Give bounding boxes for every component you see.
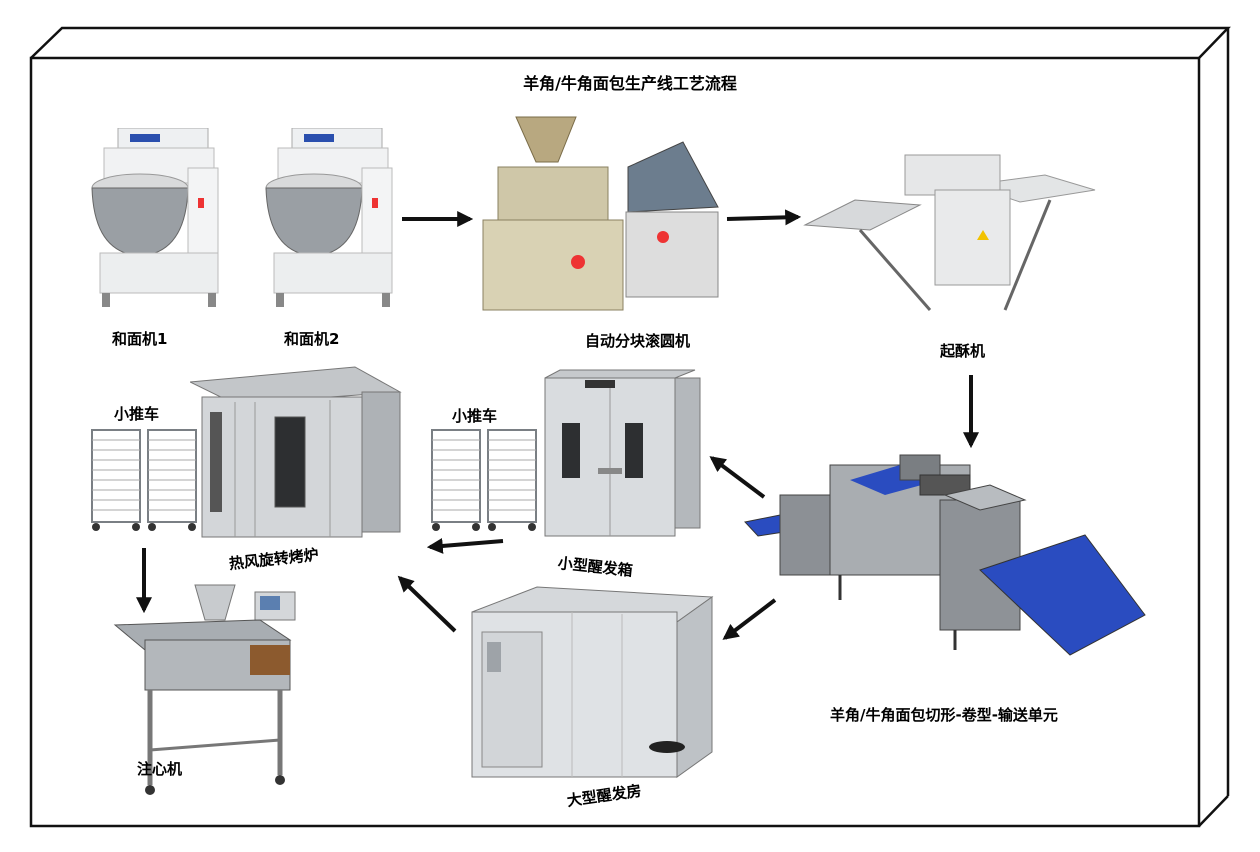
trolley-left-image [91,429,197,531]
label-filling-injector: 注心机 [137,760,183,778]
mixer-2-image [265,128,393,307]
mixer-1-image [91,128,219,307]
label-mixer-1: 和面机1 [112,330,168,348]
label-trolley-middle: 小推车 [452,407,498,425]
small-proofer-image [544,369,701,537]
filling-injector-image [113,584,296,795]
label-trolley-left: 小推车 [114,405,160,423]
rotary-oven-image [190,366,402,538]
cutting-rolling-unit-image [744,454,1146,656]
label-mixer-2: 和面机2 [284,330,340,348]
diagram-title: 羊角/牛角面包生产线工艺流程 [523,74,737,93]
divider-rounder-image [482,116,719,311]
label-sheeter: 起酥机 [940,342,986,360]
label-cutting-rolling-unit: 羊角/牛角面包切形-卷型-输送单元 [830,706,1058,724]
label-divider-rounder: 自动分块滚圆机 [585,332,691,350]
large-proof-room-image [471,586,714,778]
trolley-middle-image [431,429,537,531]
sheeter-image [803,154,1096,311]
